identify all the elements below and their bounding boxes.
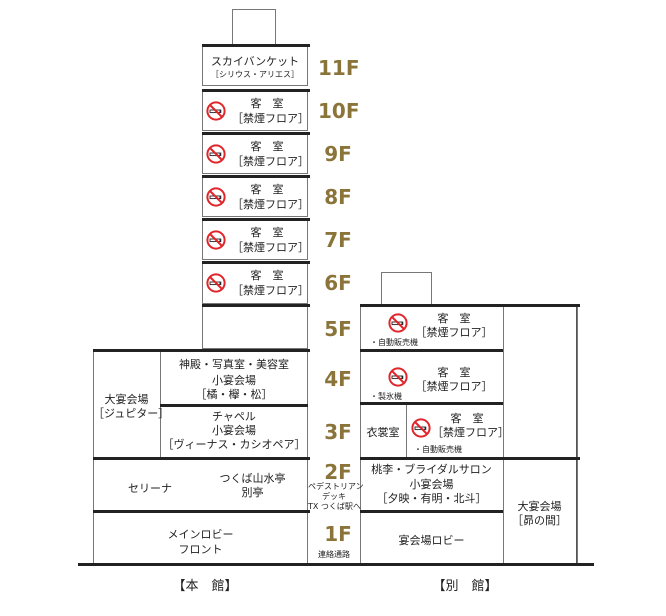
guest-room-label: 客 室 bbox=[250, 140, 284, 153]
pedestrian-deck-2: デッキ bbox=[322, 492, 346, 501]
floor-slab bbox=[202, 304, 310, 307]
main-building-label: 【本 館】 bbox=[172, 579, 238, 594]
floor-number-7f: 7F bbox=[324, 228, 352, 252]
annex-small-banquet-rooms: ［夕映・有明・北斗］ bbox=[376, 492, 487, 505]
floor-slab bbox=[202, 218, 310, 221]
non-smoking-floor-label: ［禁煙フロア］ bbox=[415, 380, 493, 393]
floor-number-2f: 2F bbox=[324, 460, 352, 484]
non-smoking-floor-label: ［禁煙フロア］ bbox=[232, 241, 309, 254]
no-smoking-icon bbox=[388, 367, 408, 387]
annex-5f-vending: ・自動販売機 bbox=[370, 338, 418, 347]
non-smoking-floor-label: ［禁煙フロア］ bbox=[232, 198, 309, 211]
guest-room-label: 客 室 bbox=[250, 269, 284, 282]
guest-room-label: 客 室 bbox=[437, 312, 471, 325]
guest-room-label: 客 室 bbox=[437, 366, 471, 379]
guest-room-label: 客 室 bbox=[450, 412, 484, 425]
touri-bridal-salon: 桃李・ブライダルサロン bbox=[371, 463, 492, 476]
annex-east-divider bbox=[503, 306, 504, 564]
floor-slab bbox=[202, 175, 310, 178]
floor-slab bbox=[360, 510, 503, 513]
chapel-label: チャペル bbox=[212, 410, 256, 423]
floor-slab bbox=[160, 404, 308, 407]
guest-room-label: 客 室 bbox=[250, 97, 284, 110]
subaru-label: 大宴会場 bbox=[517, 500, 562, 513]
annex-4f-icemaker: ・製氷機 bbox=[370, 392, 402, 401]
floor-slab bbox=[202, 132, 310, 135]
small-banquet-3f-rooms: ［ヴィーナス・カシオペア］ bbox=[162, 438, 306, 451]
subaru-sublabel: ［昴の間］ bbox=[512, 514, 567, 527]
non-smoking-floor-label: ［禁煙フロア］ bbox=[415, 326, 493, 339]
floor-slab bbox=[93, 349, 310, 352]
annex-small-banquet: 小宴会場 bbox=[409, 478, 454, 491]
floor-slab bbox=[360, 304, 580, 307]
floor-number-1f: 1F bbox=[324, 522, 352, 546]
to-tx-tsukuba-station: TX つくば駅へ bbox=[308, 502, 361, 511]
no-smoking-icon bbox=[206, 101, 226, 121]
annex-rooftop bbox=[381, 272, 432, 306]
floor-number-10f: 10F bbox=[318, 99, 360, 123]
annex-building-label: 【別 館】 bbox=[432, 579, 498, 594]
floor-slab bbox=[202, 89, 310, 92]
guest-room-label: 客 室 bbox=[250, 226, 284, 239]
non-smoking-floor-label: ［禁煙フロア］ bbox=[232, 155, 309, 168]
serena-label: セリーナ bbox=[128, 482, 172, 495]
no-smoking-icon bbox=[206, 273, 226, 293]
floor-number-5f: 5F bbox=[324, 317, 352, 341]
annex-outer-line bbox=[576, 306, 577, 564]
non-smoking-floor-label: ［禁煙フロア］ bbox=[232, 112, 309, 125]
small-banquet-4f-rooms: ［橘・欅・松］ bbox=[195, 388, 273, 401]
no-smoking-icon bbox=[411, 418, 431, 438]
floor-slab bbox=[360, 402, 503, 405]
guest-room-label: 客 室 bbox=[250, 183, 284, 196]
no-smoking-icon bbox=[206, 230, 226, 250]
main-lobby-label: メインロビー bbox=[167, 528, 234, 541]
floor-slab bbox=[93, 510, 310, 513]
jupiter-sublabel: ［ジュピター］ bbox=[93, 407, 170, 420]
small-banquet-4f: 小宴会場 bbox=[212, 374, 256, 387]
floor-slab bbox=[202, 44, 310, 47]
floor-number-4f: 4F bbox=[324, 367, 352, 391]
banquet-lobby-label: 宴会場ロビー bbox=[398, 534, 465, 547]
connecting-passage: 連絡通路 bbox=[318, 550, 350, 559]
pedestrian-deck-1: ペデストリアン bbox=[308, 482, 364, 491]
bettei-label: 別亭 bbox=[241, 486, 264, 499]
jupiter-label: 大宴会場 bbox=[104, 393, 149, 406]
floor-slab bbox=[202, 261, 310, 264]
small-banquet-3f: 小宴会場 bbox=[212, 424, 256, 437]
no-smoking-icon bbox=[206, 187, 226, 207]
floor-5-room bbox=[202, 306, 308, 349]
floor-number-6f: 6F bbox=[324, 271, 352, 295]
floor-number-3f: 3F bbox=[324, 420, 352, 444]
floor-number-11f: 11F bbox=[318, 56, 360, 80]
ground-line bbox=[78, 563, 594, 566]
non-smoking-floor-label: ［禁煙フロア］ bbox=[232, 284, 309, 297]
annex-3f-vending: ・自動販売機 bbox=[414, 445, 462, 454]
floor-number-9f: 9F bbox=[324, 142, 352, 166]
shrine-studio-salon: 神殿・写真室・美容室 bbox=[179, 358, 289, 371]
rooftop-structure bbox=[232, 9, 276, 46]
floor-slab bbox=[360, 457, 580, 460]
sansuitei-label: つくば山水亭 bbox=[219, 472, 286, 485]
floor-slab bbox=[93, 457, 310, 460]
wardrobe-label: 衣裳室 bbox=[366, 426, 400, 439]
non-smoking-floor-label: ［禁煙フロア］ bbox=[432, 426, 509, 439]
floor-number-8f: 8F bbox=[324, 185, 352, 209]
front-desk-label: フロント bbox=[178, 543, 223, 556]
floor-slab bbox=[360, 349, 503, 352]
sky-banquet-label: スカイバンケット bbox=[210, 55, 300, 68]
no-smoking-icon bbox=[206, 144, 226, 164]
wardrobe-divider bbox=[406, 404, 407, 458]
no-smoking-icon bbox=[388, 313, 408, 333]
sky-banquet-sublabel: ［シリウス・アリエス］ bbox=[211, 70, 299, 79]
